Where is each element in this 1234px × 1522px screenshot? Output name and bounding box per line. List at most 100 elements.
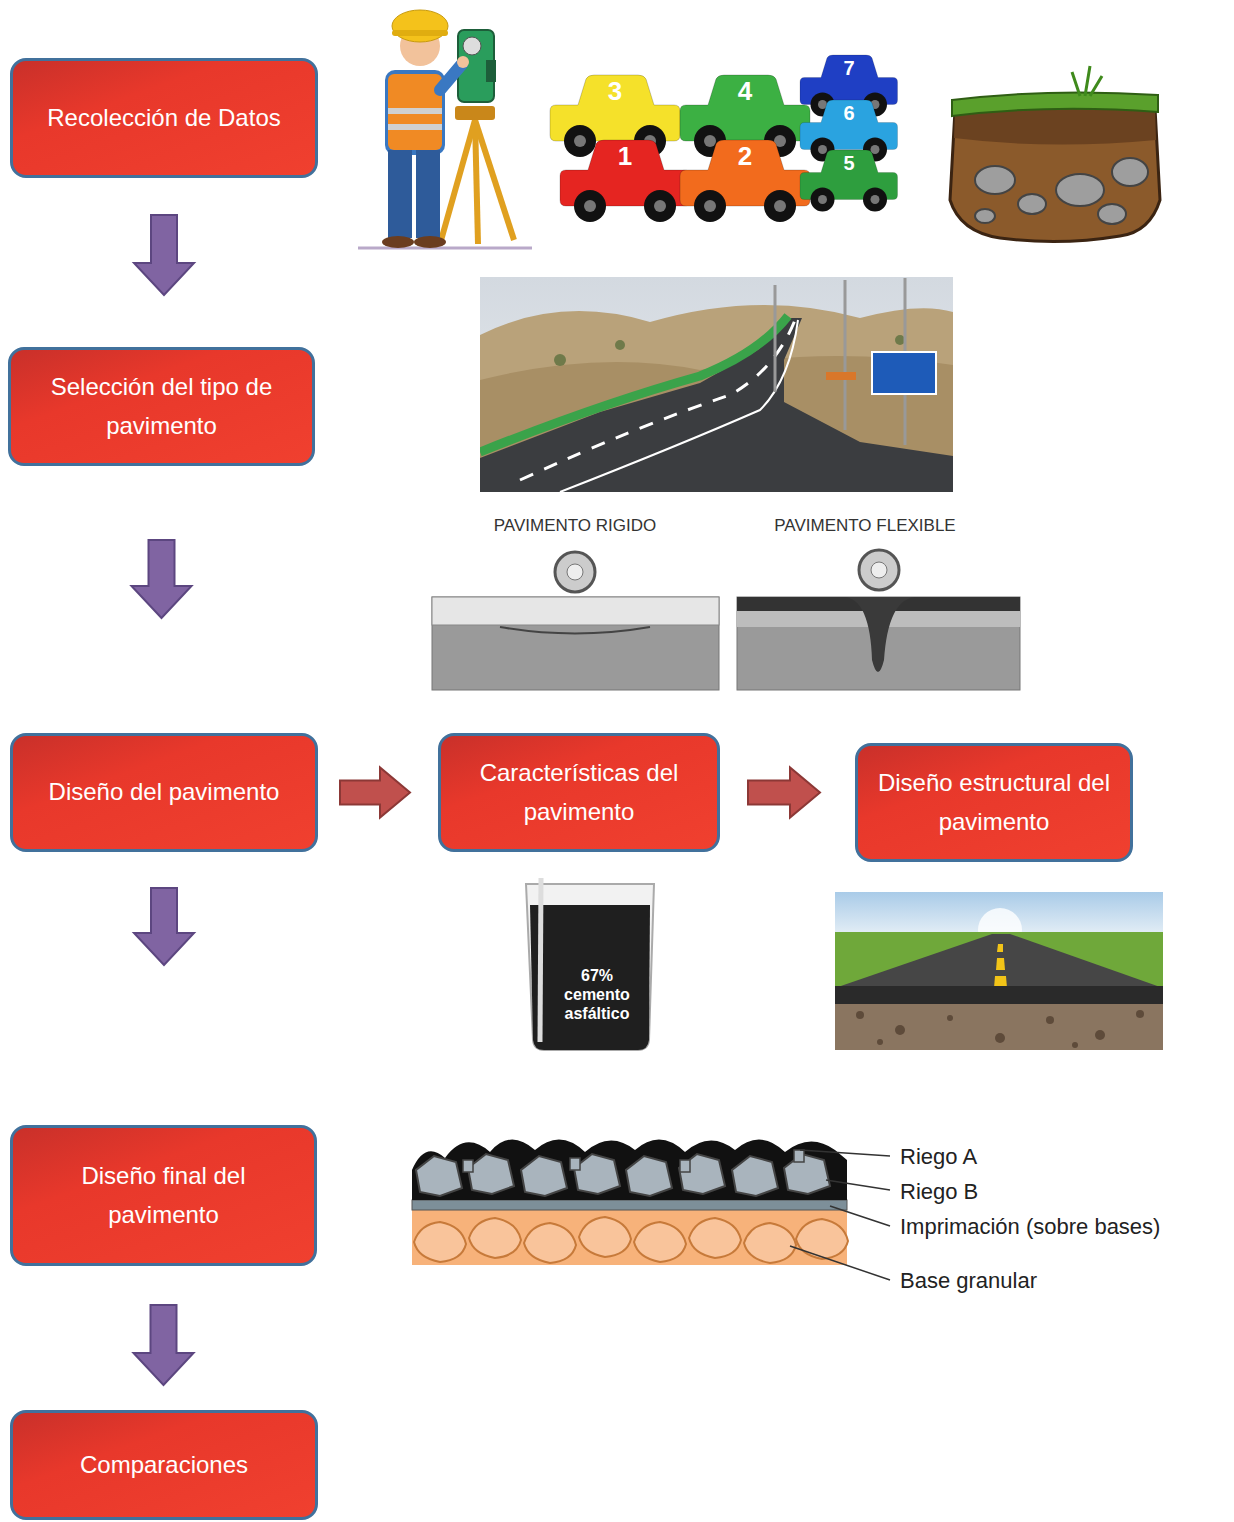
pavement-comparison-figure-part bbox=[432, 597, 719, 690]
road-section-photo-part bbox=[1072, 1042, 1078, 1048]
pavement-comparison-figure-part bbox=[871, 562, 887, 578]
beaker-illustration-part bbox=[540, 878, 541, 1042]
car-number: 1 bbox=[608, 141, 642, 172]
surveyor-illustration-part bbox=[440, 120, 475, 244]
surveyor-illustration-part bbox=[463, 37, 481, 55]
highway-photo-part bbox=[480, 305, 953, 492]
car-number: 7 bbox=[834, 56, 864, 80]
layers-drawing-part bbox=[412, 1200, 847, 1210]
layers-drawing-part bbox=[414, 1222, 466, 1262]
block-arrow bbox=[340, 768, 410, 818]
soil-illustration-part bbox=[1018, 194, 1046, 214]
road-section-photo-part bbox=[835, 934, 1163, 988]
cars-illustration bbox=[550, 55, 898, 222]
layer-label: Riego B bbox=[900, 1179, 978, 1205]
car-number: 2 bbox=[728, 141, 762, 172]
layers-drawing-part bbox=[574, 1154, 620, 1194]
block-arrow bbox=[134, 1305, 194, 1385]
road-section-photo bbox=[835, 892, 1163, 1050]
road-section-photo-part bbox=[995, 1033, 1005, 1043]
cars-illustration-part bbox=[680, 140, 810, 222]
road-section-photo-part bbox=[1046, 1016, 1054, 1024]
layers-drawing-part bbox=[416, 1154, 830, 1196]
surveyor-illustration-part bbox=[440, 64, 462, 90]
layers-drawing-part bbox=[416, 1156, 462, 1196]
surveyor-illustration-part bbox=[385, 70, 445, 155]
surveyor-illustration-part bbox=[388, 108, 442, 114]
car-number: 5 bbox=[834, 151, 864, 175]
pavement-comparison-figure-part bbox=[432, 597, 719, 625]
layers-drawing bbox=[412, 1139, 848, 1265]
block-arrow bbox=[134, 888, 194, 965]
process-box: Selección del tipo de pavimento bbox=[8, 347, 315, 466]
process-box: Comparaciones bbox=[10, 1410, 318, 1520]
process-box: Diseño estructural del pavimento bbox=[855, 743, 1133, 862]
soil-illustration-part bbox=[952, 92, 1158, 116]
highway-photo-part bbox=[826, 372, 856, 380]
block-arrow bbox=[748, 768, 820, 818]
highway-photo-part bbox=[774, 285, 777, 392]
road-section-photo-part bbox=[856, 1011, 864, 1019]
leader-lines-part bbox=[790, 1246, 890, 1280]
road-section-photo-part bbox=[997, 944, 1003, 952]
highway-photo-part bbox=[480, 277, 953, 492]
highway-photo-part bbox=[560, 320, 798, 492]
layers-drawing-part bbox=[634, 1222, 686, 1262]
road-section-photo-part bbox=[895, 1025, 905, 1035]
road-section-photo-part bbox=[947, 1015, 953, 1021]
box-text: Diseño estructural del pavimento bbox=[872, 764, 1116, 841]
surveyor-illustration-part bbox=[416, 150, 440, 238]
soil-illustration bbox=[950, 66, 1160, 242]
surveyor-illustration-part bbox=[388, 150, 412, 238]
layer-label: Riego A bbox=[900, 1144, 977, 1170]
road-section-photo-part bbox=[1136, 1010, 1144, 1018]
process-box: Características del pavimento bbox=[438, 733, 720, 852]
layers-drawing-part bbox=[468, 1154, 514, 1194]
beaker-illustration bbox=[526, 878, 654, 1050]
layers-drawing-part bbox=[524, 1223, 576, 1263]
cars-illustration-part bbox=[560, 140, 690, 222]
soil-illustration-part bbox=[975, 209, 995, 223]
road-section-photo-part bbox=[835, 932, 1163, 987]
layers-drawing-part bbox=[463, 1150, 804, 1172]
beaker-label: 67% cemento asfáltico bbox=[549, 966, 645, 1024]
surveyor-illustration-part bbox=[457, 56, 469, 68]
pavement-comparison-figure bbox=[432, 550, 1020, 690]
surveyor-illustration-part bbox=[358, 247, 532, 250]
pavement-comparison-figure-part bbox=[500, 627, 650, 634]
road-section-photo-part bbox=[835, 986, 1163, 1004]
figure-caption: PAVIMENTO RIGIDO bbox=[440, 516, 710, 536]
soil-illustration-part bbox=[950, 105, 1160, 241]
leader-lines-part bbox=[800, 1150, 890, 1156]
layers-drawing-part bbox=[689, 1218, 741, 1258]
box-text: Comparaciones bbox=[80, 1446, 248, 1484]
layers-drawing-part bbox=[626, 1156, 672, 1196]
process-box: Recolección de Datos bbox=[10, 58, 318, 178]
soil-illustration-part bbox=[975, 166, 1015, 194]
highway-photo-part bbox=[480, 316, 788, 452]
road-section-photo-part bbox=[996, 958, 1005, 970]
layers-drawing-part bbox=[579, 1217, 631, 1257]
car-number: 6 bbox=[834, 101, 864, 125]
layer-label: Imprimación (sobre bases) bbox=[900, 1214, 1160, 1240]
road-section-photo-part bbox=[877, 1039, 883, 1045]
layers-drawing-part bbox=[732, 1156, 778, 1196]
cars-illustration-part bbox=[800, 150, 898, 212]
layers-drawing-part bbox=[784, 1154, 830, 1194]
leader-lines-part bbox=[830, 1206, 890, 1226]
layers-drawing-part bbox=[796, 1219, 848, 1259]
highway-photo-part bbox=[872, 352, 936, 394]
layers-drawing-part bbox=[469, 1218, 521, 1258]
process-box: Diseño final del pavimento bbox=[10, 1125, 317, 1266]
soil-illustration-part bbox=[1056, 174, 1104, 206]
box-text: Diseño del pavimento bbox=[49, 773, 280, 811]
beaker-illustration-part bbox=[526, 884, 654, 1050]
layers-drawing-part bbox=[463, 1160, 473, 1172]
highway-photo-part bbox=[554, 354, 566, 366]
surveyor-illustration-part bbox=[382, 236, 414, 248]
road-section-photo-part bbox=[835, 1004, 1163, 1050]
layers-drawing-part bbox=[570, 1158, 580, 1170]
surveyor-illustration-part bbox=[475, 120, 514, 240]
beaker-illustration-part bbox=[530, 905, 650, 1050]
